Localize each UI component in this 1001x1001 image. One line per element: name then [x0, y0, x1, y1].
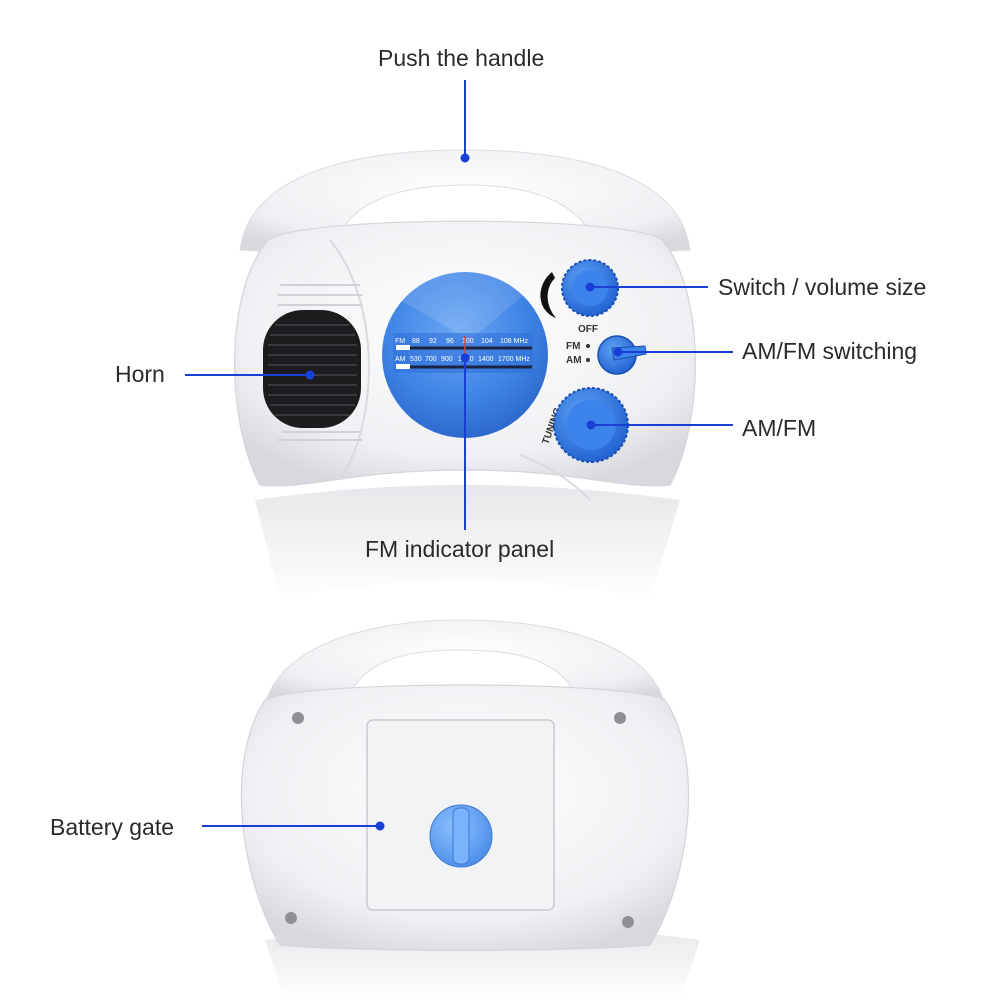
back-handle [264, 619, 666, 706]
leader-dot-fm-panel [460, 353, 470, 363]
am-scale-label: AM [395, 356, 406, 363]
am-scale-label: 1400 [478, 356, 494, 363]
screw-hole [292, 712, 304, 724]
horn-speaker [263, 310, 361, 428]
dial-highlight [400, 261, 530, 340]
fm-label: FM [566, 341, 580, 352]
grille-lines [278, 284, 362, 441]
am-scale-label: 700 [425, 356, 437, 363]
fm-scale-label: FM [395, 338, 405, 345]
callout-handle: Push the handle [378, 45, 545, 71]
latch-grip [452, 807, 470, 865]
callout-horn: Horn [115, 361, 165, 387]
screw-hole [285, 912, 297, 924]
callout-am-fm: AM/FM [742, 415, 817, 441]
callout-switch-volume: Switch / volume size [718, 274, 927, 300]
off-label: OFF [578, 324, 598, 335]
am-label: AM [566, 355, 582, 366]
leader-dot-handle [460, 153, 470, 163]
radio-back [240, 619, 700, 1001]
handle [239, 149, 691, 256]
leader-lines [185, 80, 733, 831]
leader-dot-battery-gate [375, 821, 385, 831]
fm-scale-label: 100 [462, 338, 474, 345]
callout-fm-panel: FM indicator panel [365, 536, 555, 562]
off-crescent [540, 272, 556, 318]
am-scale-marker [396, 364, 410, 369]
leader-dot-am-fm [586, 420, 596, 430]
leader-dot-horn [305, 370, 315, 380]
am-scale-label: 1700 MHz [498, 356, 530, 363]
fm-scale-label: 92 [429, 338, 437, 345]
am-scale-label: 530 [410, 356, 422, 363]
fm-dot [586, 344, 590, 348]
fm-scale-label: 108 MHz [500, 338, 529, 345]
screw-hole [614, 712, 626, 724]
am-scale-label: 900 [441, 356, 453, 363]
front-reflection [255, 485, 680, 600]
fm-scale-labels: FM 88 92 96 100 104 108 MHz [395, 338, 529, 345]
fm-scale-label: 88 [412, 338, 420, 345]
body-arc-right [519, 454, 591, 501]
radio-front: FM 88 92 96 100 104 108 MHz AM 530 700 9… [234, 149, 696, 600]
leader-dot-switch-volume [585, 282, 595, 292]
screw-hole [622, 916, 634, 928]
leader-dot-am-fm-switching [613, 347, 623, 357]
fm-scale-marker [396, 345, 410, 350]
callout-battery-gate: Battery gate [50, 814, 175, 840]
fm-scale-label: 96 [446, 338, 454, 345]
fm-scale-label: 104 [481, 338, 493, 345]
callout-am-fm-switching: AM/FM switching [742, 338, 918, 364]
am-dot [586, 358, 590, 362]
body-arc-left [329, 239, 370, 481]
